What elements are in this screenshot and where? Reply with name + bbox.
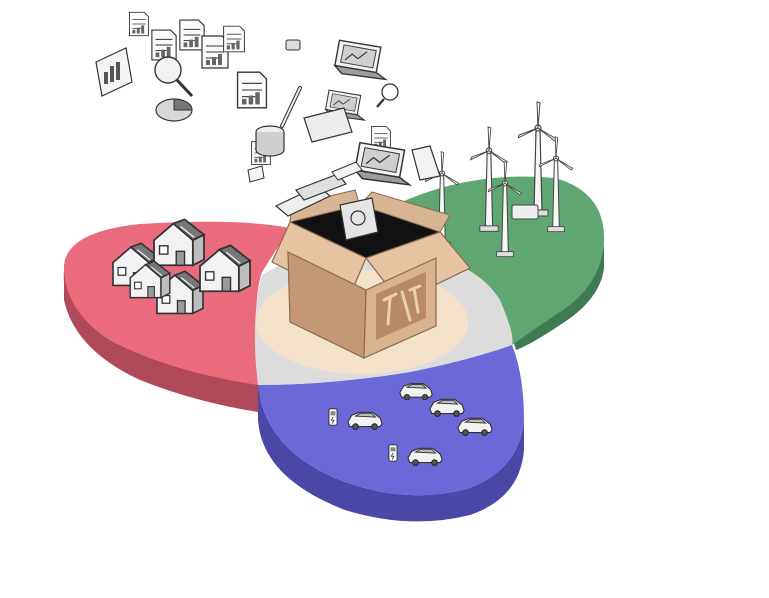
wind-turbine-icon — [425, 101, 574, 258]
database-icon — [255, 39, 301, 157]
data-chart-icon — [95, 47, 133, 97]
toolbox-icon — [271, 189, 471, 359]
pie-chart-icon — [155, 98, 193, 122]
electric-mobility-segment — [258, 345, 524, 496]
pen-icon — [280, 86, 302, 128]
data-icons-cloud — [95, 11, 441, 217]
magnifier-icon — [154, 56, 399, 108]
ui-cards-icon — [247, 107, 441, 217]
